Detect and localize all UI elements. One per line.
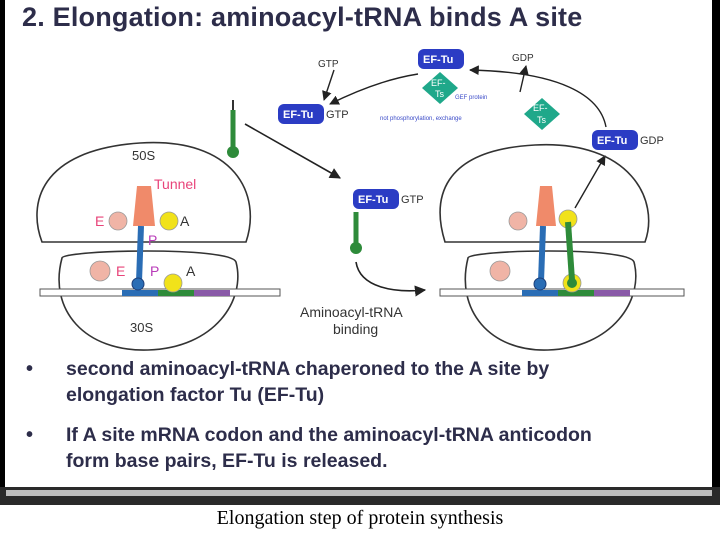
figure-caption: Elongation step of protein synthesis <box>216 507 504 529</box>
left-frame-edge <box>0 0 5 505</box>
binding-label-line2: binding <box>333 321 378 337</box>
video-progress-track <box>6 490 712 496</box>
label-p-upper: P <box>148 232 157 248</box>
arrow-gtp-in <box>322 69 335 101</box>
right-peptidyl-trna <box>538 225 546 283</box>
left-codon-purple <box>194 290 230 296</box>
ternary-trna-anticodon <box>350 242 362 254</box>
right-e-site-lower <box>489 260 511 282</box>
label-e-lower: E <box>116 263 125 279</box>
right-tunnel-shape <box>536 186 556 226</box>
gtp-top-label: GTP <box>318 59 339 70</box>
free-trna-anticodon <box>227 146 239 158</box>
label-50s: 50S <box>132 148 155 163</box>
ef-tu-top-label: EF-Tu <box>423 54 453 66</box>
bullet-2-line-2: form base pairs, EF-Tu is released. <box>66 450 388 472</box>
ef-tu-ternary <box>353 189 399 209</box>
left-50s-subunit <box>36 141 252 243</box>
ef-ts-top-label-2: Ts <box>435 89 445 99</box>
ef-tu-gtp-left-label: EF-Tu <box>283 109 313 121</box>
ef-tu-gdp-right <box>592 130 638 150</box>
slide: 2. Elongation: aminoacyl-tRNA binds A si… <box>0 0 720 505</box>
right-codon-blue <box>522 290 558 296</box>
gef-note: GEF protein <box>455 95 487 101</box>
right-peptidyl-trna-anticodon <box>533 277 547 291</box>
right-frame-edge <box>712 0 720 505</box>
e-site-lower <box>89 260 111 282</box>
gtp-left-label: GTP <box>326 109 349 121</box>
binding-label-line1: Aminoacyl-tRNA <box>300 304 403 320</box>
right-codon-green <box>558 290 594 296</box>
right-aminoacyl-trna <box>565 221 575 281</box>
peptidyl-trna-left <box>136 225 144 283</box>
arrow-trna-joins <box>244 123 341 179</box>
arrow-cycle-top <box>469 65 607 128</box>
left-ribosome: 50S 30S Tunnel E A P E P A <box>36 141 281 351</box>
ef-tu-gdp-right-label: EF-Tu <box>597 135 627 147</box>
ef-tu-cycle: EF-Tu GTP GTP EF-Tu EF- Ts GEF protein n… <box>278 49 664 209</box>
right-e-site-upper <box>508 211 528 231</box>
right-codon-purple <box>594 290 630 296</box>
bullet-marker-2: • <box>26 424 34 446</box>
ef-ts-top-label: EF- <box>431 78 446 88</box>
right-30s-subunit <box>464 250 637 351</box>
gtp-ternary-label: GTP <box>401 194 424 206</box>
label-a-lower: A <box>186 263 196 279</box>
ef-tu-gtp-left <box>278 104 324 124</box>
arrow-ef-tu-release <box>574 155 606 209</box>
right-aminoacyl-trna-anticodon <box>567 278 577 288</box>
right-ribosome <box>439 144 685 351</box>
left-30s-subunit <box>58 250 239 351</box>
left-codon-blue <box>122 290 158 296</box>
e-site-upper <box>108 211 128 231</box>
peptidyl-trna-anticodon-left <box>131 277 145 291</box>
translation-diagram: 50S 30S Tunnel E A P E P A <box>36 49 685 351</box>
ef-tu-top <box>418 49 464 69</box>
slide-title: 2. Elongation: aminoacyl-tRNA binds A si… <box>22 2 583 32</box>
label-p-lower: P <box>150 263 159 279</box>
label-30s: 30S <box>130 320 153 335</box>
ef-ts-top <box>422 72 458 104</box>
ef-ts-right-label: EF- <box>533 103 548 113</box>
a-site-lower <box>163 273 183 293</box>
a-site-upper <box>159 211 179 231</box>
bullet-marker-1: • <box>26 358 34 380</box>
incoming-aminoacyl-trna: EF-Tu GTP Aminoacyl-tRNA binding <box>227 100 427 337</box>
gdp-right-label: GDP <box>640 135 664 147</box>
label-e-upper: E <box>95 213 104 229</box>
tunnel-shape <box>133 186 155 226</box>
bullet-1-line-2: elongation factor Tu (EF-Tu) <box>66 384 325 406</box>
left-codon-green <box>158 290 194 296</box>
arrow-binding <box>355 261 427 297</box>
arrow-to-ef-tu-gtp <box>329 73 419 105</box>
ef-ts-right <box>524 98 560 130</box>
bullet-2-line-1: If A site mRNA codon and the aminoacyl-t… <box>66 424 592 446</box>
exchange-note: not phosphorylation, exchange <box>380 116 462 122</box>
ef-tu-ternary-label: EF-Tu <box>358 194 388 206</box>
label-tunnel: Tunnel <box>154 176 196 192</box>
right-50s-subunit <box>439 144 650 243</box>
gdp-top-label: GDP <box>512 53 534 64</box>
label-a-upper: A <box>180 213 190 229</box>
ef-ts-right-label-2: Ts <box>537 115 547 125</box>
bullet-1-line-1: second aminoacyl-tRNA chaperoned to the … <box>66 358 550 380</box>
arrow-gdp-out <box>519 65 529 93</box>
